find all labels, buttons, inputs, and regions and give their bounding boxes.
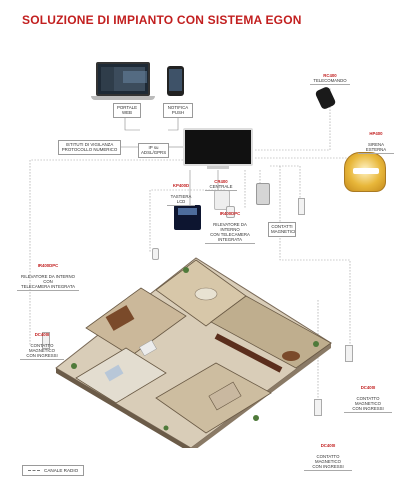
laptop-icon bbox=[96, 62, 150, 96]
tag-sirena: HP400 SIRENA ESTERNA bbox=[358, 126, 394, 159]
camera-detector-icon bbox=[256, 183, 270, 205]
tag-code: DC400I bbox=[360, 385, 376, 391]
tag-telecomando: RC400 TELECOMANDO bbox=[310, 73, 350, 86]
tag-code: HP400 bbox=[369, 131, 383, 137]
tag-code: RC400 bbox=[323, 73, 337, 78]
tag-label: TASTIERA LCD bbox=[167, 194, 195, 207]
tag-ir-left: IR400DPC RILEVATORE DA INTERNO CON TELEC… bbox=[17, 258, 79, 296]
tag-code: KP400D bbox=[172, 183, 190, 189]
tag-centrale: CR400 CENTRALE bbox=[205, 179, 237, 192]
label-portale-web: PORTALE WEB bbox=[113, 103, 141, 118]
motion-sensor-icon bbox=[226, 206, 235, 218]
monitor-stand bbox=[207, 166, 229, 169]
tag-label: CENTRALE bbox=[205, 184, 237, 192]
magnetic-contact-icon bbox=[42, 332, 50, 349]
tag-label: RILEVATORE DA INTERNO CON TELECAMERA INT… bbox=[205, 222, 255, 245]
page-title: SOLUZIONE DI IMPIANTO CON SISTEMA EGON bbox=[22, 13, 302, 27]
smartphone-icon bbox=[167, 66, 184, 96]
floor-plan bbox=[55, 257, 332, 448]
tag-label: CONTATTO MAGNETICO CON INGRESSI bbox=[304, 454, 352, 472]
magnetic-contact-icon bbox=[345, 345, 353, 362]
magnetic-contact-icon bbox=[314, 399, 322, 416]
tag-label: SIRENA ESTERNA bbox=[358, 142, 394, 155]
laptop-base bbox=[91, 96, 155, 100]
siren-icon bbox=[344, 152, 386, 192]
tag-label: RILEVATORE DA INTERNO CON TELECAMERA INT… bbox=[17, 274, 79, 292]
tag-code: DC400I bbox=[320, 443, 336, 449]
magnetic-contact-icon bbox=[298, 198, 305, 215]
tag-dc-rb: DC400I CONTATTO MAGNETICO CON INGRESSI bbox=[304, 438, 352, 476]
legend-box: CANALE RADIO bbox=[22, 465, 85, 476]
tag-dc-left: DC400I CONTATTO MAGNETICO CON INGRESSI bbox=[20, 327, 64, 365]
label-istituti: ISTITUTI DI VIGILANZA PROTOCOLLO NUMERIC… bbox=[58, 140, 121, 155]
label-contatti: CONTATTI MAGNETICI bbox=[268, 222, 296, 237]
tag-code: IR400DPC bbox=[219, 211, 241, 217]
tag-dc-right: DC400I CONTATTO MAGNETICO CON INGRESSI bbox=[344, 380, 392, 418]
label-notifica-push: NOTIFICA PUSH bbox=[163, 103, 193, 118]
dashed-line-icon bbox=[28, 470, 40, 472]
tag-tastiera: KP400D TASTIERA LCD bbox=[167, 178, 195, 211]
tag-label: TELECOMANDO bbox=[310, 78, 350, 86]
keypad-icon bbox=[174, 205, 201, 230]
tag-code: DC400I bbox=[34, 332, 50, 338]
legend: CANALE RADIO bbox=[22, 465, 85, 476]
legend-label: CANALE RADIO bbox=[44, 468, 79, 473]
monitor-icon bbox=[183, 128, 253, 166]
tag-code: IR400DPC bbox=[37, 263, 59, 269]
tag-label: CONTATTO MAGNETICO CON INGRESSI bbox=[344, 396, 392, 414]
label-ip: IP su ADSL/GPRS bbox=[138, 143, 169, 158]
motion-sensor-icon bbox=[152, 248, 159, 260]
tag-code: CR400 bbox=[214, 179, 228, 184]
tag-ir-cam: IR400DPC RILEVATORE DA INTERNO CON TELEC… bbox=[205, 206, 255, 250]
